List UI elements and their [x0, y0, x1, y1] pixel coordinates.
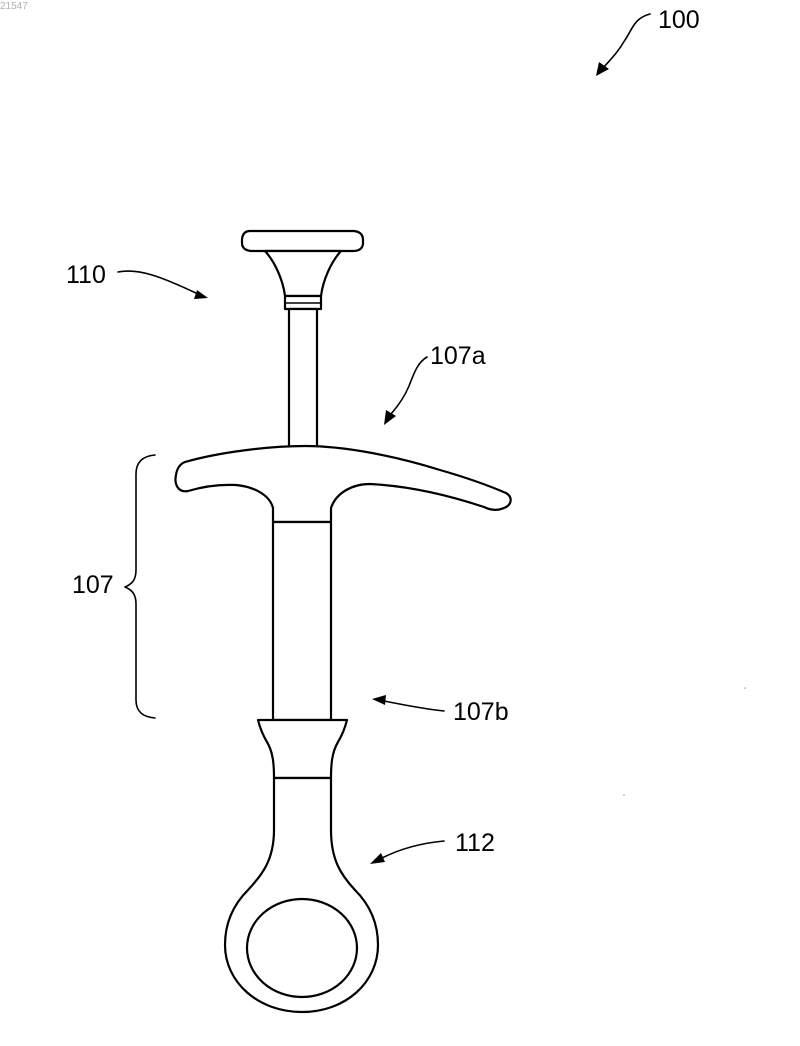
finger-flange [176, 446, 511, 522]
handle-collar [258, 720, 347, 778]
arrow-107b-head [372, 695, 386, 705]
label-107: 107 [72, 571, 114, 599]
label-100: 100 [658, 6, 700, 34]
bracket-107 [125, 455, 155, 718]
arrow-107b-line [384, 701, 444, 711]
handle-loop-inner [247, 899, 357, 997]
callout-100: 100 [596, 6, 700, 76]
arrow-110-head [194, 290, 208, 299]
barrel-tube [273, 522, 331, 720]
document-stamp: 21547 [0, 1, 28, 12]
scan-speck [623, 794, 625, 796]
plunger-funnel [265, 251, 341, 296]
callout-112: 112 [370, 829, 495, 864]
plunger-cap [242, 231, 363, 251]
callout-107b: 107b [372, 695, 509, 726]
arrow-100-line [603, 14, 650, 68]
callout-107a: 107a [384, 342, 486, 425]
arrow-112-head [370, 853, 385, 864]
barrel-assembly [176, 446, 511, 720]
callout-107: 107 [72, 455, 155, 718]
label-112: 112 [455, 829, 495, 857]
callout-110: 110 [66, 261, 208, 299]
arrow-112-line [382, 841, 444, 858]
plunger-rod [289, 309, 317, 449]
arrow-107a-line [391, 357, 427, 414]
plunger-assembly [242, 231, 363, 449]
arrow-110-line [118, 271, 198, 294]
label-110: 110 [66, 261, 106, 289]
label-107b: 107b [453, 698, 509, 726]
arrow-107a-head [384, 410, 396, 425]
handle-assembly [225, 720, 378, 1012]
scan-speck [744, 687, 746, 689]
label-107a: 107a [430, 342, 486, 370]
